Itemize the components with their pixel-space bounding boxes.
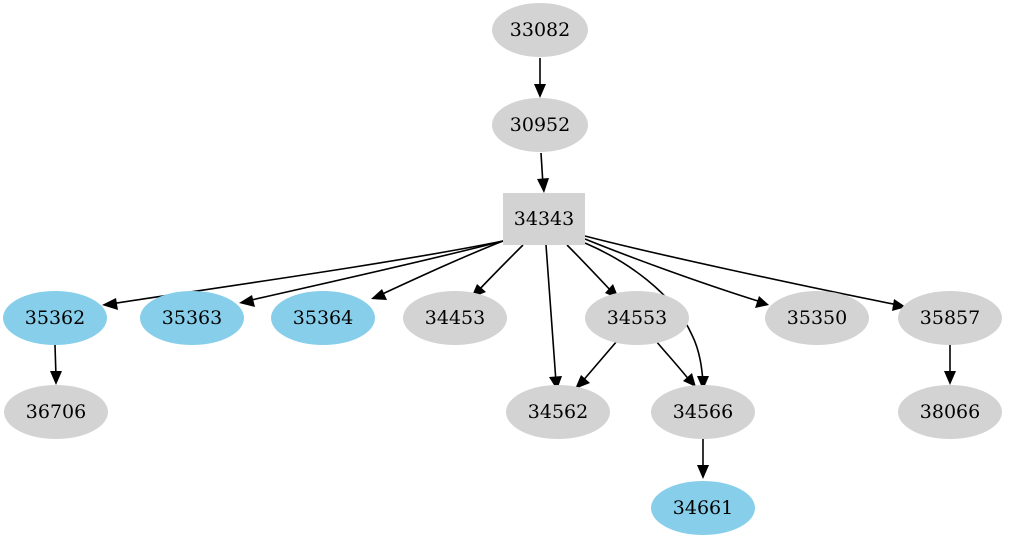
edge-34566-to-34661 (697, 439, 709, 479)
arrowhead-icon (102, 298, 118, 310)
graph-node-34553[interactable]: 34553 (585, 291, 689, 345)
edge-35857-to-38066 (944, 345, 956, 385)
node-ellipse[interactable] (492, 98, 588, 152)
arrowhead-icon (944, 371, 956, 385)
graph-node-35363[interactable]: 35363 (140, 291, 244, 345)
graph-node-34566[interactable]: 34566 (651, 385, 755, 439)
graph-node-35857[interactable]: 35857 (898, 291, 1002, 345)
graph-node-34661[interactable]: 34661 (651, 481, 755, 535)
arrowhead-icon (534, 84, 546, 98)
edge-line (580, 340, 618, 384)
node-ellipse[interactable] (492, 3, 588, 57)
graph-node-30952[interactable]: 30952 (492, 98, 588, 152)
graph-node-36706[interactable]: 36706 (4, 385, 108, 439)
edge-line (109, 240, 504, 305)
node-ellipse[interactable] (898, 385, 1002, 439)
edge-line (655, 340, 691, 382)
graph-node-35362[interactable]: 35362 (3, 291, 107, 345)
node-ellipse[interactable] (271, 291, 375, 345)
edge-line (584, 238, 762, 303)
edge-34343-to-34453 (471, 244, 524, 298)
edge-34343-to-34562 (545, 244, 562, 390)
arrowhead-icon (697, 376, 709, 390)
node-ellipse[interactable] (3, 291, 107, 345)
edge-30952-to-34343 (537, 152, 549, 193)
edge-line (476, 244, 524, 293)
edge-34343-to-35363 (239, 240, 504, 307)
arrowhead-icon (697, 465, 709, 479)
graph-node-35364[interactable]: 35364 (271, 291, 375, 345)
edge-33082-to-30952 (534, 58, 546, 98)
arrowhead-icon (537, 178, 549, 193)
node-ellipse[interactable] (651, 385, 755, 439)
edge-line (566, 244, 614, 294)
edge-line (246, 240, 504, 302)
node-ellipse[interactable] (651, 481, 755, 535)
arrowhead-icon (371, 289, 387, 300)
graph-node-34453[interactable]: 34453 (403, 291, 507, 345)
edge-34343-to-35350 (584, 238, 769, 308)
edge-line (584, 235, 899, 306)
node-ellipse[interactable] (403, 291, 507, 345)
node-ellipse[interactable] (765, 291, 869, 345)
arrowhead-icon (755, 296, 769, 308)
edge-35362-to-36706 (50, 344, 62, 385)
edge-34553-to-34562 (575, 340, 618, 389)
node-ellipse[interactable] (140, 291, 244, 345)
node-ellipse[interactable] (506, 385, 610, 439)
arrowhead-icon (549, 376, 562, 390)
edge-34343-to-35364 (371, 240, 504, 300)
graph-node-34343[interactable]: 34343 (503, 193, 585, 245)
graph-node-35350[interactable]: 35350 (765, 291, 869, 345)
nodes-layer: 33082 30952 34343 35362 35363 35364 34453 34553… (3, 3, 1002, 535)
arrowhead-icon (239, 295, 255, 307)
node-ellipse[interactable] (898, 291, 1002, 345)
arrowhead-icon (50, 371, 62, 385)
graph-node-34562[interactable]: 34562 (506, 385, 610, 439)
graph-node-38066[interactable]: 38066 (898, 385, 1002, 439)
graph-node-33082[interactable]: 33082 (492, 3, 588, 57)
edge-34553-to-34566 (655, 340, 696, 387)
arrowhead-icon (575, 375, 590, 389)
edge-line (377, 240, 504, 297)
node-ellipse[interactable] (585, 291, 689, 345)
edge-34343-to-34553 (566, 244, 619, 299)
edge-line (545, 244, 557, 383)
node-ellipse[interactable] (4, 385, 108, 439)
edge-34343-to-35362 (102, 240, 504, 310)
arrowhead-icon (683, 373, 696, 387)
node-rect[interactable] (503, 193, 585, 245)
